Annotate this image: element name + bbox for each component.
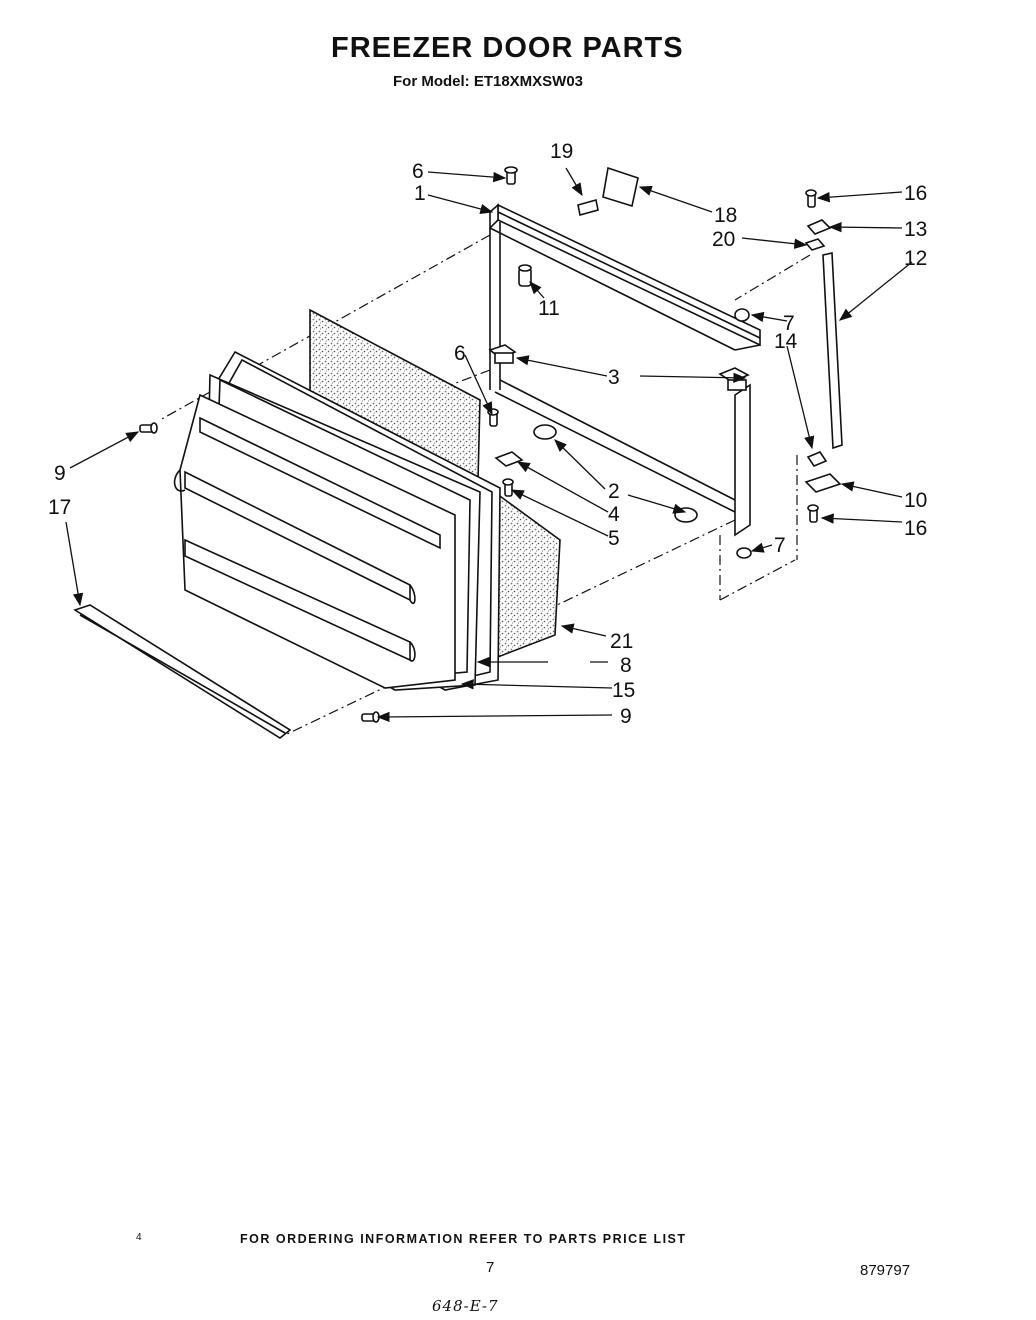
callout-10: 10 [904,489,927,512]
callout-6-top: 6 [412,160,424,183]
callout-14: 14 [774,330,798,353]
tape-strip [577,198,599,217]
screw-top-right [805,189,817,208]
callout-9-lower: 9 [620,705,632,728]
label-plate [602,166,639,208]
callout-9-upper: 9 [54,462,66,485]
screw-top [504,166,518,185]
callout-8: 8 [620,654,632,677]
bushing-bottom-7 [736,547,752,559]
model-subtitle: For Model: ET18XMXSW03 [393,73,584,90]
hinge-bracket-right [718,367,750,391]
bushing [494,451,524,467]
hinge-cap [806,219,832,235]
callout-13: 13 [904,218,927,241]
ordering-note: FOR ORDERING INFORMATION REFER TO PARTS … [240,1232,687,1246]
screw-bottom [502,478,514,497]
screw-9-upper [139,422,158,434]
callout-20: 20 [712,228,735,251]
callout-16-bottom: 16 [904,517,927,540]
callout-18: 18 [714,204,737,227]
callout-11: 11 [538,297,560,320]
screw-bottom-right [807,504,819,523]
hinge-bottom-10 [804,473,842,493]
callout-16-top: 16 [904,182,927,205]
callout-3: 3 [608,366,620,389]
frame-bottom-rail [494,379,736,513]
callout-17: 17 [48,496,71,519]
callout-2: 2 [608,480,620,503]
callout-4: 4 [608,503,620,526]
leader-lines [65,167,913,723]
frame-right-upright [734,383,751,537]
door-frame-top [489,203,761,351]
callout-7-bottom: 7 [774,534,786,557]
callout-21: 21 [610,630,633,653]
callout-labels: 6 1 19 18 16 13 20 12 11 7 14 6 3 9 17 2… [48,140,927,728]
page-title: FREEZER DOOR PARTS [331,32,684,64]
callout-5: 5 [608,527,620,550]
plug-left [533,424,557,440]
scan-mark: 4 [136,1232,142,1243]
washer-20 [804,238,826,251]
hinge-pin-housing [518,264,532,287]
callout-6-mid: 6 [454,342,466,365]
document-number: 879797 [860,1262,911,1279]
callout-15: 15 [612,679,635,702]
shelf-retainer-bar [73,604,292,739]
hinge-bracket-left [488,344,517,364]
hinge-dash-frame [719,455,798,600]
screw-9-lower [361,711,380,723]
callout-1: 1 [414,182,426,205]
callout-12: 12 [904,247,927,270]
screw-left-mid [487,408,499,427]
door-stop-strip [822,252,843,450]
page-number: 7 [486,1259,495,1276]
spacer-14 [806,451,828,467]
callout-7-top: 7 [783,312,795,335]
handwritten-note: 648-E-7 [432,1297,499,1315]
door-liner [173,373,481,691]
frame-left-upright [489,222,501,390]
bushing-top-7 [734,308,750,322]
callout-19: 19 [550,140,573,163]
